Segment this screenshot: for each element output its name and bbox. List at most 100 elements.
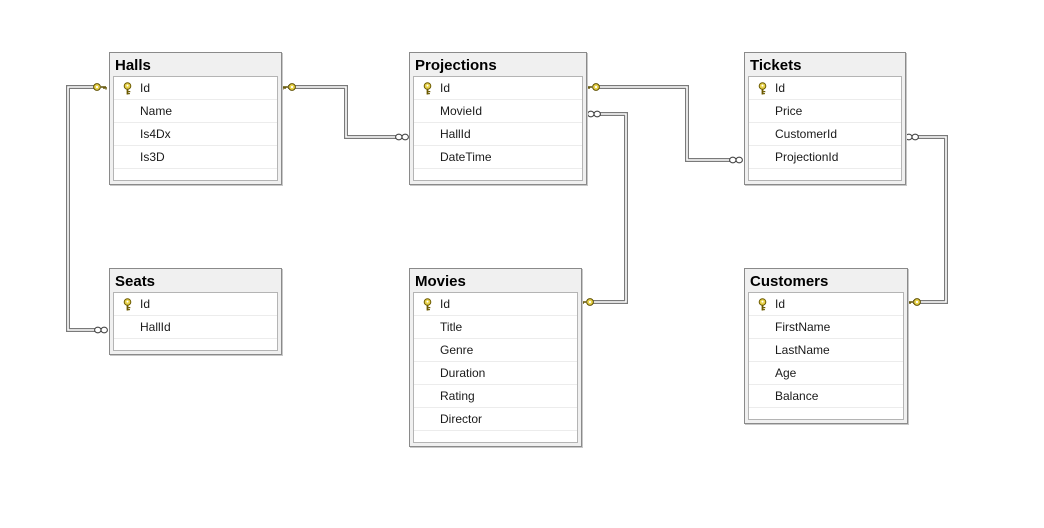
key-icon bbox=[114, 293, 140, 315]
column-row-movieid[interactable]: MovieId bbox=[414, 100, 582, 123]
column-name: Price bbox=[775, 104, 803, 118]
column-row-id[interactable]: Id bbox=[749, 293, 903, 316]
row-selector bbox=[749, 385, 775, 407]
column-name: Id bbox=[440, 81, 451, 95]
column-row-id[interactable]: Id bbox=[749, 77, 901, 100]
column-name: Id bbox=[440, 297, 451, 311]
column-name: Title bbox=[440, 320, 463, 334]
row-selector bbox=[414, 100, 440, 122]
column-row-balance[interactable]: Balance bbox=[749, 385, 903, 408]
column-row-id[interactable]: Id bbox=[414, 77, 582, 100]
column-name: CustomerId bbox=[775, 127, 838, 141]
column-name: Is3D bbox=[140, 150, 165, 164]
column-row-director[interactable]: Director bbox=[414, 408, 577, 431]
key-icon bbox=[414, 293, 440, 315]
infinity-end-icon bbox=[587, 110, 601, 118]
table-title[interactable]: Customers bbox=[750, 273, 829, 290]
empty-row bbox=[114, 339, 277, 350]
table-title[interactable]: Tickets bbox=[750, 57, 802, 74]
column-row-lastname[interactable]: LastName bbox=[749, 339, 903, 362]
column-name: Genre bbox=[440, 343, 474, 357]
column-name: HallId bbox=[140, 320, 171, 334]
column-name: FirstName bbox=[775, 320, 831, 334]
row-selector bbox=[749, 146, 775, 168]
column-name: Id bbox=[140, 297, 151, 311]
infinity-end-icon bbox=[94, 326, 108, 334]
key-icon bbox=[749, 77, 775, 99]
relationship-movies-projections[interactable] bbox=[580, 110, 628, 306]
row-selector bbox=[414, 146, 440, 168]
column-row-rating[interactable]: Rating bbox=[414, 385, 577, 408]
column-name: Age bbox=[775, 366, 797, 380]
infinity-end-icon bbox=[905, 133, 919, 141]
column-name: Balance bbox=[775, 389, 819, 403]
table-title[interactable]: Halls bbox=[115, 57, 151, 74]
table-title[interactable]: Movies bbox=[415, 273, 466, 290]
empty-row bbox=[749, 169, 901, 180]
column-name: Duration bbox=[440, 366, 486, 380]
column-row-is3d[interactable]: Is3D bbox=[114, 146, 277, 169]
column-name: DateTime bbox=[440, 150, 492, 164]
column-row-projectionid[interactable]: ProjectionId bbox=[749, 146, 901, 169]
row-selector bbox=[749, 362, 775, 384]
column-name: Director bbox=[440, 412, 483, 426]
relationship-halls-seats[interactable] bbox=[66, 83, 108, 334]
table-title[interactable]: Projections bbox=[415, 57, 497, 74]
table-title[interactable]: Seats bbox=[115, 273, 156, 290]
column-row-genre[interactable]: Genre bbox=[414, 339, 577, 362]
key-end-icon bbox=[282, 83, 296, 91]
column-name: Is4Dx bbox=[140, 127, 171, 141]
column-row-price[interactable]: Price bbox=[749, 100, 901, 123]
column-row-hallid[interactable]: HallId bbox=[414, 123, 582, 146]
empty-row bbox=[414, 431, 577, 442]
column-row-is4dx[interactable]: Is4Dx bbox=[114, 123, 277, 146]
column-name: Name bbox=[140, 104, 173, 118]
column-row-title[interactable]: Title bbox=[414, 316, 577, 339]
column-name: ProjectionId bbox=[775, 150, 839, 164]
empty-row bbox=[749, 408, 903, 419]
column-row-age[interactable]: Age bbox=[749, 362, 903, 385]
row-selector bbox=[114, 316, 140, 338]
column-name: Id bbox=[775, 297, 786, 311]
key-end-icon bbox=[93, 83, 107, 91]
row-selector bbox=[749, 316, 775, 338]
key-icon bbox=[414, 77, 440, 99]
column-row-id[interactable]: Id bbox=[114, 77, 277, 100]
row-selector bbox=[414, 362, 440, 384]
column-name: Id bbox=[775, 81, 786, 95]
column-name: LastName bbox=[775, 343, 830, 357]
empty-row bbox=[114, 169, 277, 180]
column-row-duration[interactable]: Duration bbox=[414, 362, 577, 385]
empty-row bbox=[414, 169, 582, 180]
column-row-name[interactable]: Name bbox=[114, 100, 277, 123]
key-icon bbox=[114, 77, 140, 99]
row-selector bbox=[749, 339, 775, 361]
relationship-customers-tickets[interactable] bbox=[905, 133, 948, 306]
column-row-datetime[interactable]: DateTime bbox=[414, 146, 582, 169]
column-row-hallid[interactable]: HallId bbox=[114, 316, 277, 339]
relationship-projections-tickets[interactable] bbox=[586, 83, 743, 164]
column-row-customerid[interactable]: CustomerId bbox=[749, 123, 901, 146]
column-row-id[interactable]: Id bbox=[114, 293, 277, 316]
row-selector bbox=[749, 100, 775, 122]
row-selector bbox=[114, 146, 140, 168]
column-row-firstname[interactable]: FirstName bbox=[749, 316, 903, 339]
column-row-id[interactable]: Id bbox=[414, 293, 577, 316]
key-end-icon bbox=[586, 83, 600, 91]
relationship-halls-projections[interactable] bbox=[282, 83, 409, 141]
key-end-icon bbox=[907, 298, 921, 306]
key-icon bbox=[749, 293, 775, 315]
row-selector bbox=[414, 123, 440, 145]
